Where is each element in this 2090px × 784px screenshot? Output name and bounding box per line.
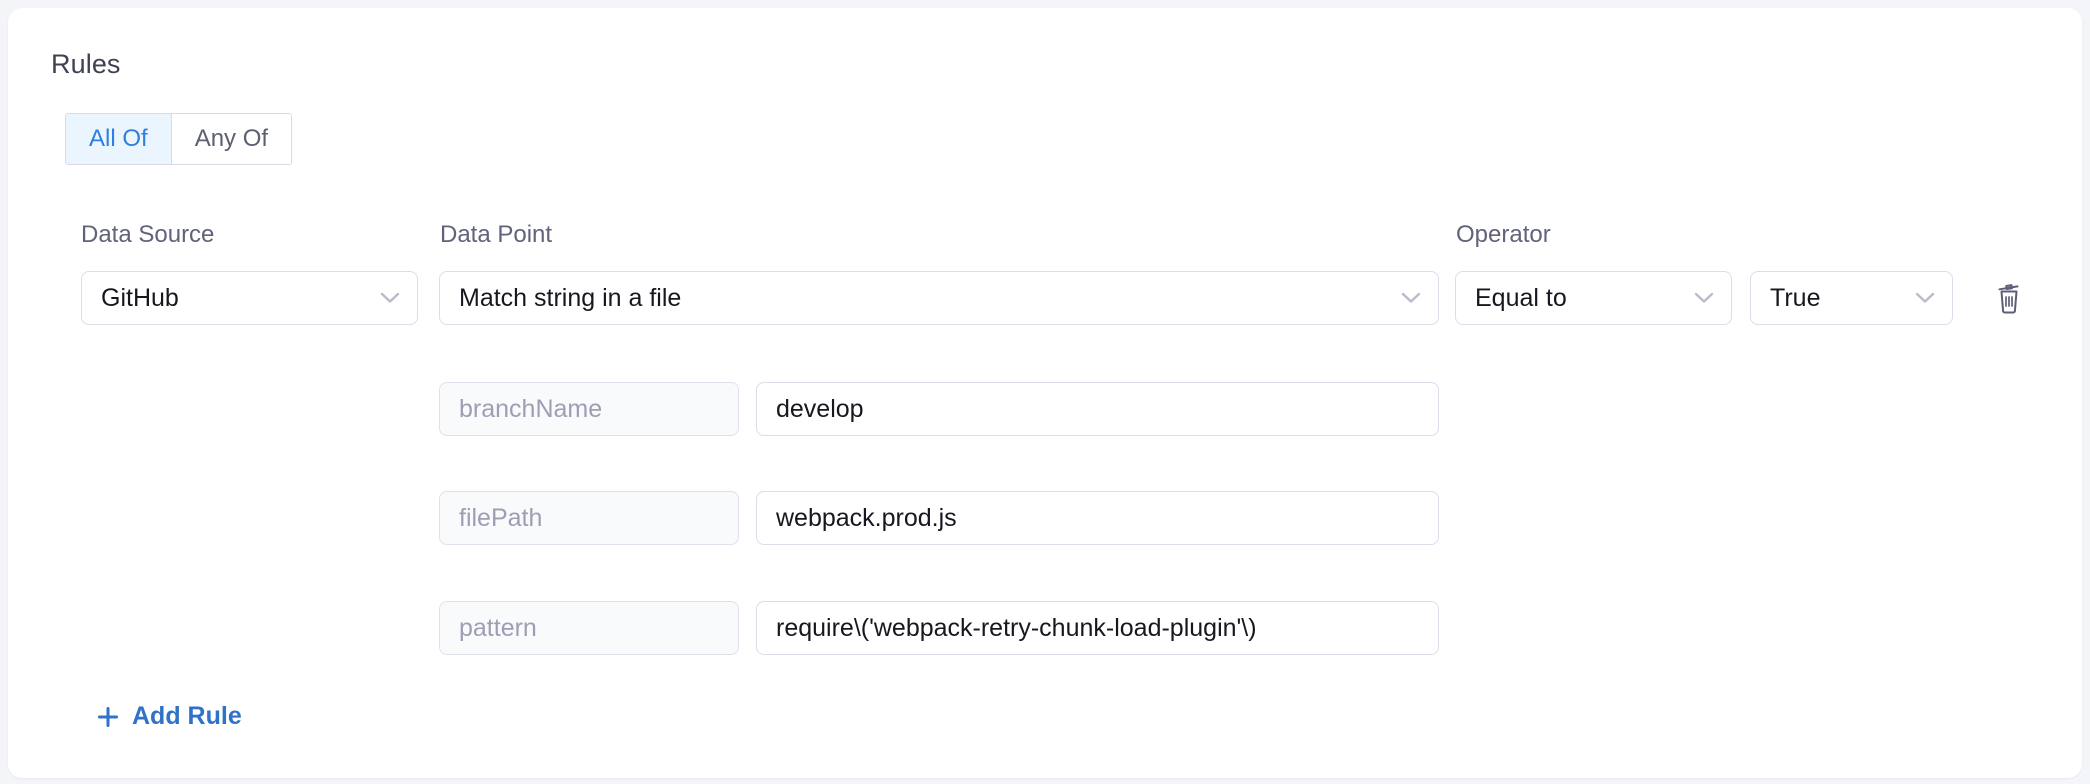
parameter-value-pattern[interactable]: require\('webpack-retry-chunk-load-plugi… xyxy=(756,601,1439,655)
match-mode-option-all-of[interactable]: All Of xyxy=(66,114,171,164)
trash-icon xyxy=(1992,280,2026,321)
data-source-select[interactable]: GitHub xyxy=(81,271,418,325)
chevron-down-icon xyxy=(1687,292,1721,304)
operator-select[interactable]: Equal to xyxy=(1455,271,1732,325)
page-title: Rules xyxy=(51,49,121,79)
label-data-point: Data Point xyxy=(440,221,553,248)
data-point-selected-value: Match string in a file xyxy=(459,283,682,312)
operator-selected-value: Equal to xyxy=(1475,283,1567,312)
label-data-source: Data Source xyxy=(81,221,215,248)
parameter-value-filepath[interactable]: webpack.prod.js xyxy=(756,491,1439,545)
match-mode-toggle-group: All Of Any Of xyxy=(65,113,293,165)
match-mode-option-any-of[interactable]: Any Of xyxy=(170,114,292,164)
parameter-key-branchname: branchName xyxy=(439,382,739,436)
parameter-key-pattern: pattern xyxy=(439,601,739,655)
operand-select[interactable]: True xyxy=(1750,271,1953,325)
parameter-key-filepath: filePath xyxy=(439,491,739,545)
add-rule-label: Add Rule xyxy=(132,702,242,730)
parameter-value-branchname[interactable]: develop xyxy=(756,382,1439,436)
delete-rule-button[interactable] xyxy=(1986,280,2032,320)
data-source-selected-value: GitHub xyxy=(101,283,179,312)
add-rule-button[interactable]: Add Rule xyxy=(96,702,242,731)
chevron-down-icon xyxy=(1908,292,1942,304)
plus-icon xyxy=(96,705,120,729)
chevron-down-icon xyxy=(1394,292,1428,304)
chevron-down-icon xyxy=(373,292,407,304)
data-point-select[interactable]: Match string in a file xyxy=(439,271,1439,325)
operand-selected-value: True xyxy=(1770,283,1821,312)
rules-card: Rules All Of Any Of Data Source Data Poi… xyxy=(8,8,2082,778)
label-operator: Operator xyxy=(1456,221,1551,248)
